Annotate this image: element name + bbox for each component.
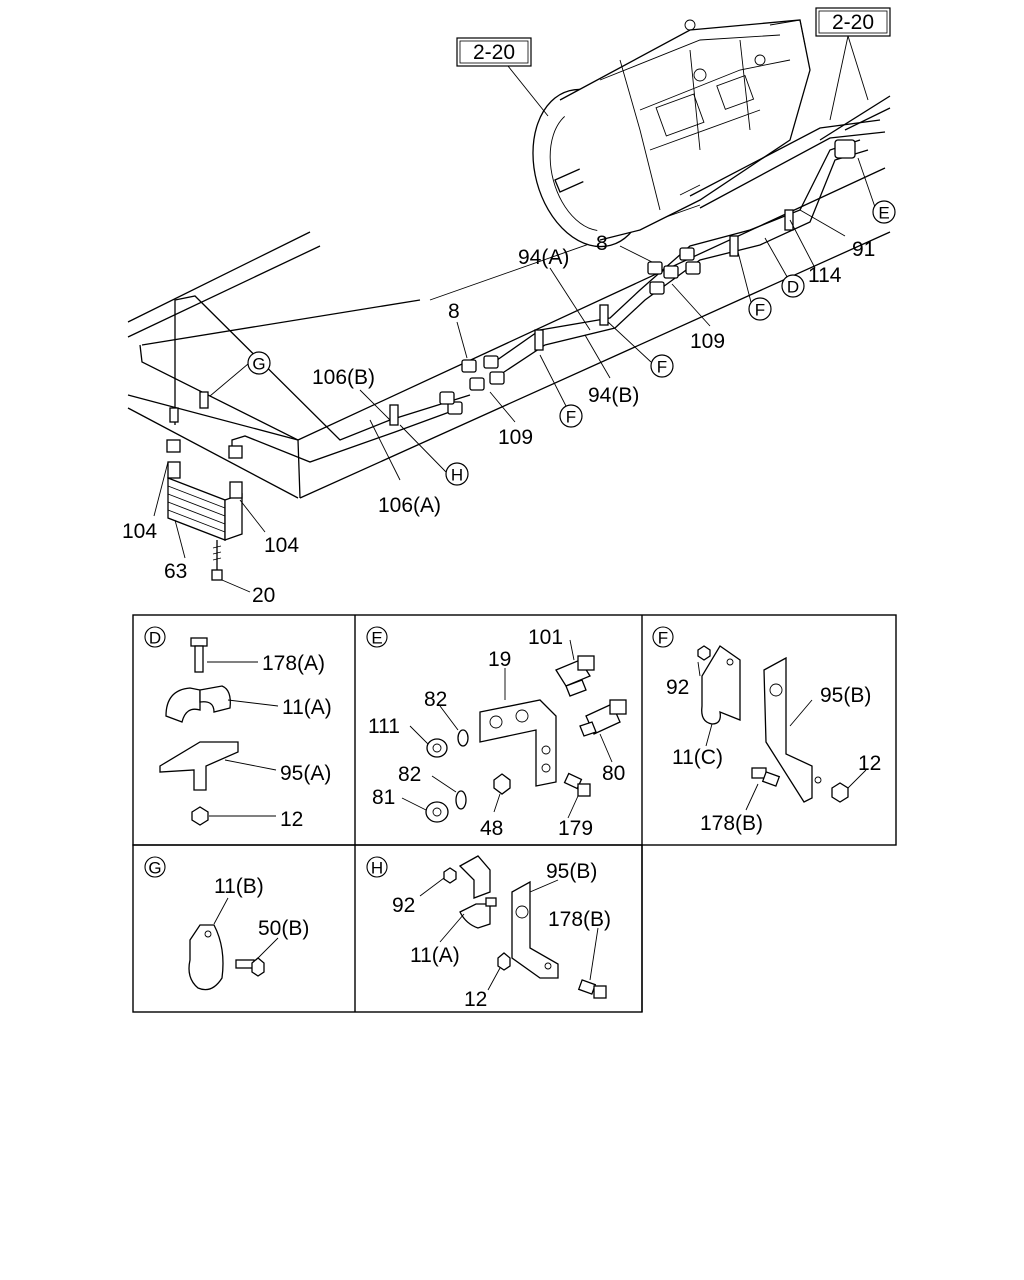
panel-h-label-92: 92 — [392, 894, 415, 917]
circle-ref-h[interactable]: H — [445, 462, 469, 486]
circle-ref-f-2-text: F — [566, 408, 576, 427]
panel-d-label-95a: 95(A) — [280, 762, 331, 785]
panel-h-label-95b: 95(B) — [546, 860, 597, 883]
detail-grid — [132, 614, 897, 1013]
circle-ref-e-text: E — [878, 204, 889, 223]
transmission — [532, 19, 811, 248]
ref-box-right[interactable]: 2-20 — [815, 7, 891, 37]
panel-d-label-12: 12 — [280, 808, 303, 831]
panel-e-label-48: 48 — [480, 817, 503, 840]
callout-20: 20 — [252, 584, 275, 607]
panel-d-letter-text: D — [149, 629, 161, 648]
circle-ref-d-text: D — [787, 278, 799, 297]
detail-panel-g: G 11(B) 50(B) — [144, 856, 309, 991]
panel-f-label-178b: 178(B) — [700, 812, 763, 835]
panel-d-label-178a: 178(A) — [262, 652, 325, 675]
ref-box-right-text: 2-20 — [832, 11, 874, 34]
panel-f-letter-text: F — [658, 629, 668, 648]
circle-ref-f-1-text: F — [657, 358, 667, 377]
main-assembly-view: 2-20 2-20 — [122, 7, 896, 607]
callout-8-right: 8 — [596, 232, 608, 255]
circle-ref-f-1[interactable]: F — [650, 354, 674, 378]
callout-91: 91 — [852, 238, 875, 261]
callout-109-right: 109 — [690, 330, 725, 353]
circle-ref-g[interactable]: G — [247, 351, 271, 375]
panel-e-label-111: 111 — [368, 715, 400, 738]
circle-ref-g-text: G — [252, 355, 265, 374]
fittings — [439, 139, 856, 415]
detail-panel-e: E 101 19 82 111 82 81 — [366, 626, 627, 840]
detail-panel-f: F 92 95(B) 11(C) 12 178(B) — [652, 626, 881, 835]
panel-h-letter-text: H — [371, 859, 383, 878]
line-clips — [199, 209, 794, 426]
panel-g-letter: G — [144, 856, 166, 878]
circle-ref-e[interactable]: E — [872, 200, 896, 224]
panel-h-letter: H — [366, 856, 388, 878]
panel-e-label-82-bottom: 82 — [398, 763, 421, 786]
callout-63: 63 — [164, 560, 187, 583]
panel-e-label-101: 101 — [528, 626, 563, 649]
panel-e-letter: E — [366, 626, 388, 648]
panel-g-label-50b: 50(B) — [258, 917, 309, 940]
circle-ref-h-text: H — [451, 466, 463, 485]
panel-e-label-81: 81 — [372, 786, 395, 809]
callout-94a: 94(A) — [518, 246, 569, 269]
circle-ref-f-3-text: F — [755, 301, 765, 320]
panel-e-label-179: 179 — [558, 817, 593, 840]
panel-e-label-19: 19 — [488, 648, 511, 671]
callout-104-right: 104 — [264, 534, 299, 557]
circle-ref-f-2[interactable]: F — [559, 404, 583, 428]
panel-e-label-80: 80 — [602, 762, 625, 785]
panel-f-label-11c: 11(C) — [672, 746, 723, 769]
callout-94b: 94(B) — [588, 384, 639, 407]
panel-f-label-95b: 95(B) — [820, 684, 871, 707]
detail-panel-d: D 178(A) 11(A) 95(A) 12 — [144, 626, 332, 831]
callout-8-left: 8 — [448, 300, 460, 323]
circle-ref-f-3[interactable]: F — [748, 297, 772, 321]
panel-f-label-92: 92 — [666, 676, 689, 699]
callout-106a: 106(A) — [378, 494, 441, 517]
oil-cooler — [166, 407, 243, 581]
panel-e-letter-text: E — [371, 629, 382, 648]
panel-d-label-11a: 11(A) — [282, 696, 332, 719]
callout-114: 114 — [808, 264, 842, 287]
panel-h-label-178b: 178(B) — [548, 908, 611, 931]
panel-f-letter: F — [652, 626, 674, 648]
panel-d-letter: D — [144, 626, 166, 648]
detail-panel-h: H 95(B) 92 178(B) 11(A) 12 — [366, 855, 611, 1011]
panel-f-label-12: 12 — [858, 752, 881, 775]
leader-lines — [153, 157, 877, 593]
ref-box-left[interactable]: 2-20 — [456, 37, 532, 67]
panel-g-letter-text: G — [148, 859, 161, 878]
callout-104-left: 104 — [122, 520, 157, 543]
callout-106b: 106(B) — [312, 366, 375, 389]
ref-box-left-text: 2-20 — [473, 41, 515, 64]
cooler-lines — [174, 119, 886, 463]
panel-h-label-11a: 11(A) — [410, 944, 460, 967]
callout-109-left: 109 — [498, 426, 533, 449]
circle-ref-d[interactable]: D — [781, 274, 805, 298]
panel-h-label-12: 12 — [464, 988, 487, 1011]
panel-e-label-82-top: 82 — [424, 688, 447, 711]
panel-g-label-11b: 11(B) — [214, 875, 264, 898]
